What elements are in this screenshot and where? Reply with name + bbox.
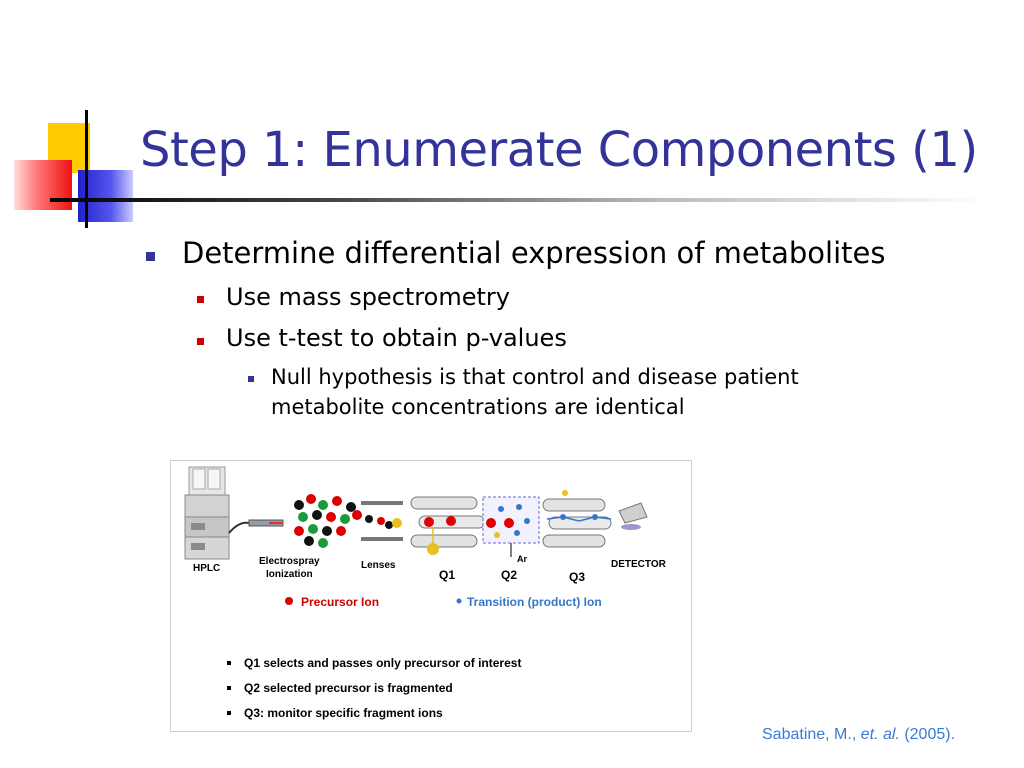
bullet-marker — [197, 296, 204, 303]
precursor-legend-dot — [285, 597, 293, 605]
citation-etal: et. al. — [860, 726, 900, 743]
q1-quadrupole — [410, 496, 486, 555]
figure-note: Q2 selected precursor is fragmented — [227, 681, 521, 706]
bullet-level3-line2: metabolite concentrations are identical — [271, 395, 685, 419]
citation-author: Sabatine, M., — [762, 726, 857, 743]
lenses — [361, 501, 403, 541]
electrospray-droplets — [294, 494, 362, 548]
bullet-marker — [197, 338, 204, 345]
q2-label: Q2 — [501, 568, 517, 582]
lenses-label: Lenses — [361, 560, 396, 571]
hplc-instrument — [184, 466, 230, 560]
citation-year: (2005). — [904, 726, 956, 743]
red-square — [14, 160, 72, 210]
detector-label: DETECTOR — [611, 559, 667, 570]
vertical-line — [85, 110, 88, 228]
q3-quadrupole — [542, 490, 612, 548]
q1-label: Q1 — [439, 568, 455, 582]
ionization-label: Ionization — [266, 569, 313, 580]
bullet-level3: Null hypothesis is that control and dise… — [271, 362, 799, 422]
bullet-marker — [146, 252, 155, 261]
figure-note: Q3: monitor specific fragment ions — [227, 706, 521, 731]
ms-diagram: HPLC Electrospray Ionization Lenses Q1 Q… — [170, 460, 692, 732]
q2-collision-cell — [482, 496, 540, 557]
bullet-marker — [248, 376, 254, 382]
figure-notes: Q1 selects and passes only precursor of … — [227, 656, 521, 731]
citation: Sabatine, M., et. al. (2005). — [762, 726, 955, 744]
transition-legend-dot — [456, 598, 462, 604]
electrospray-label: Electrospray — [259, 556, 320, 567]
bullet-level3-line1: Null hypothesis is that control and dise… — [271, 365, 799, 389]
title-underline — [50, 198, 990, 202]
ar-label: Ar — [517, 554, 527, 564]
bullet-level2: Use t-test to obtain p-values — [226, 324, 567, 352]
figure-note: Q1 selects and passes only precursor of … — [227, 656, 521, 681]
precursor-legend: Precursor Ion — [301, 595, 379, 609]
transition-legend: Transition (product) Ion — [467, 595, 602, 609]
corner-decoration — [0, 0, 150, 230]
bullet-level2: Use mass spectrometry — [226, 283, 510, 311]
ms-schematic: HPLC Electrospray Ionization Lenses Q1 Q… — [184, 466, 667, 609]
hplc-label: HPLC — [193, 563, 220, 574]
bullet-level1: Determine differential expression of met… — [182, 236, 886, 270]
slide-title: Step 1: Enumerate Components (1) — [140, 122, 978, 178]
q3-label: Q3 — [569, 570, 585, 584]
detector — [618, 502, 648, 530]
